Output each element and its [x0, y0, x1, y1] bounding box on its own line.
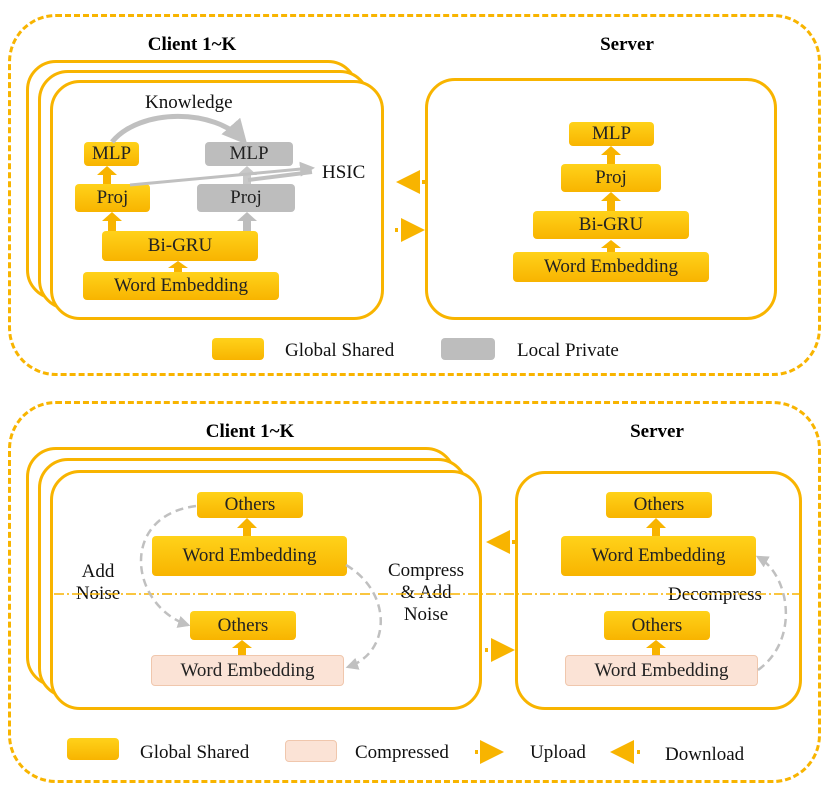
- bottom-panel: [8, 401, 821, 783]
- bottom-server-title: Server: [630, 421, 684, 442]
- server-bigru-block: Bi-GRU: [533, 211, 689, 239]
- bottom-client-title: Client 1~K: [205, 421, 295, 442]
- up-arrow-icon: [601, 146, 621, 164]
- legend-global-shared-swatch: [212, 338, 264, 360]
- decompress-label: Decompress: [668, 584, 762, 605]
- client-bigru-block: Bi-GRU: [102, 231, 258, 261]
- server-word-embedding-top-block: Word Embedding: [561, 536, 756, 576]
- compress-add-noise-label: Compress & Add Noise: [388, 560, 464, 626]
- compress-line-2: & Add: [400, 582, 452, 603]
- legend2-compressed-swatch: [285, 740, 337, 762]
- legend-global-shared-label: Global Shared: [285, 340, 395, 361]
- client-others-bottom-block: Others: [190, 611, 296, 640]
- top-server-title: Server: [600, 34, 654, 55]
- legend2-global-shared-label: Global Shared: [140, 742, 250, 763]
- up-arrow-icon: [237, 212, 257, 231]
- up-arrow-icon: [97, 166, 117, 184]
- top-panel: [8, 14, 821, 376]
- knowledge-arrow: [110, 113, 248, 145]
- server-proj-block: Proj: [561, 164, 661, 192]
- client-mlp-private-block: MLP: [205, 142, 293, 166]
- client-mlp-shared-block: MLP: [84, 142, 139, 166]
- server-others-top-block: Others: [606, 492, 712, 518]
- legend2-global-shared-swatch: [67, 738, 119, 760]
- knowledge-label: Knowledge: [145, 92, 233, 113]
- client-word-embedding-compressed-block: Word Embedding: [151, 655, 344, 686]
- client-proj-shared-block: Proj: [75, 184, 150, 212]
- up-arrow-icon: [601, 240, 621, 252]
- legend2-compressed-label: Compressed: [355, 742, 449, 763]
- add-noise-line-1: Add: [81, 561, 115, 582]
- hsic-line-proj: [247, 170, 313, 182]
- up-arrow-icon: [168, 261, 188, 272]
- up-arrow-icon: [646, 518, 666, 536]
- compress-line-3: Noise: [403, 604, 449, 625]
- compress-arrow: [345, 563, 382, 670]
- server-mlp-block: MLP: [569, 122, 654, 146]
- up-arrow-icon: [646, 640, 666, 655]
- hsic-line-mlp: [129, 161, 315, 187]
- legend-local-private-swatch: [441, 338, 495, 360]
- top-client-title: Client 1~K: [147, 34, 237, 55]
- client-word-embedding-top-block: Word Embedding: [152, 536, 347, 576]
- server-others-bottom-block: Others: [604, 611, 710, 640]
- legend2-upload-label: Upload: [530, 742, 586, 763]
- decompress-arrow: [755, 555, 788, 672]
- legend-local-private-label: Local Private: [517, 340, 619, 361]
- up-arrow-icon: [232, 640, 252, 655]
- client-others-top-block: Others: [197, 492, 303, 518]
- add-noise-arrow: [139, 504, 197, 628]
- up-arrow-icon: [102, 212, 122, 231]
- client-proj-private-block: Proj: [197, 184, 295, 212]
- hsic-label: HSIC: [322, 162, 366, 183]
- client-word-embedding-block: Word Embedding: [83, 272, 279, 300]
- up-arrow-icon: [601, 192, 621, 211]
- server-word-embedding-block: Word Embedding: [513, 252, 709, 282]
- compress-line-1: Compress: [388, 560, 464, 581]
- legend2-download-label: Download: [665, 744, 745, 765]
- up-arrow-icon: [237, 518, 257, 536]
- server-word-embedding-compressed-block: Word Embedding: [565, 655, 758, 686]
